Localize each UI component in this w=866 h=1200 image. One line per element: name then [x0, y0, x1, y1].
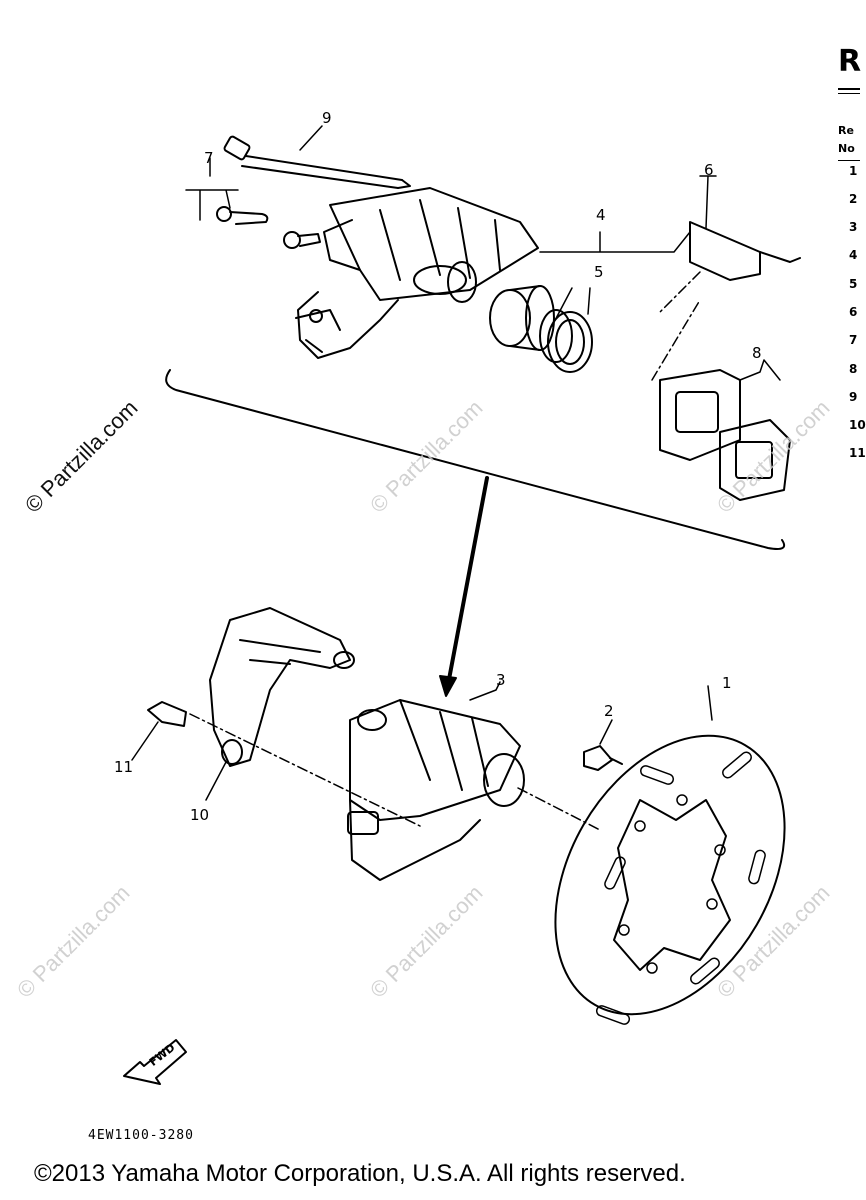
- callout-10: 10: [190, 806, 209, 824]
- callout-1: 1: [722, 674, 732, 692]
- callout-5: 5: [594, 263, 604, 281]
- side-table-title: R: [838, 44, 862, 79]
- side-table-row: 5: [849, 277, 858, 291]
- side-table-row: 2: [849, 192, 858, 206]
- part-4-piston: [489, 231, 691, 351]
- callout-8: 8: [752, 344, 762, 362]
- part-6-pad-spring: [659, 175, 801, 313]
- side-table-row: 1: [849, 164, 858, 178]
- side-table-row: 9: [849, 390, 858, 404]
- subassembly-bracket: [165, 369, 786, 550]
- callout-3: 3: [496, 671, 506, 689]
- callout-2: 2: [604, 702, 614, 720]
- part-5-seals: [539, 287, 593, 373]
- side-table-row: 11: [849, 446, 866, 460]
- callout-9: 9: [322, 109, 332, 127]
- side-table-header-1: Re: [838, 124, 854, 137]
- callout-6: 6: [704, 161, 714, 179]
- side-table-header-2: No: [838, 142, 855, 155]
- drawing-code: 4EW1100-3280: [88, 1128, 194, 1143]
- callout-11: 11: [114, 758, 133, 776]
- part-8-brake-pads: [651, 299, 791, 501]
- callout-4: 4: [596, 206, 606, 224]
- side-table-row: 8: [849, 362, 858, 376]
- part-2-screw: [583, 719, 623, 771]
- side-table-row: 3: [849, 220, 858, 234]
- part-10-caliper-bracket: [205, 607, 355, 801]
- fwd-label: FWD: [147, 1041, 178, 1069]
- part-3-caliper-assembly: [347, 681, 601, 881]
- part-1-brake-disc: [554, 685, 786, 1025]
- part-11-bolt: [131, 701, 421, 827]
- fwd-arrow-icon: [123, 1039, 187, 1085]
- copyright-footer: ©2013 Yamaha Motor Corporation, U.S.A. A…: [34, 1160, 686, 1187]
- part-7-bleed-screw: [185, 157, 321, 249]
- side-table-rule-2: [838, 160, 860, 162]
- side-table-rule: [838, 88, 860, 94]
- assembly-arrow: [445, 476, 489, 692]
- side-table-row: 7: [849, 333, 858, 347]
- side-table-row: 6: [849, 305, 858, 319]
- side-table-row: 4: [849, 248, 858, 262]
- callout-7: 7: [204, 149, 214, 167]
- upper-caliper-body: [295, 187, 539, 359]
- part-9-pin-bolt: [223, 125, 411, 189]
- side-table-row: 10: [849, 418, 866, 432]
